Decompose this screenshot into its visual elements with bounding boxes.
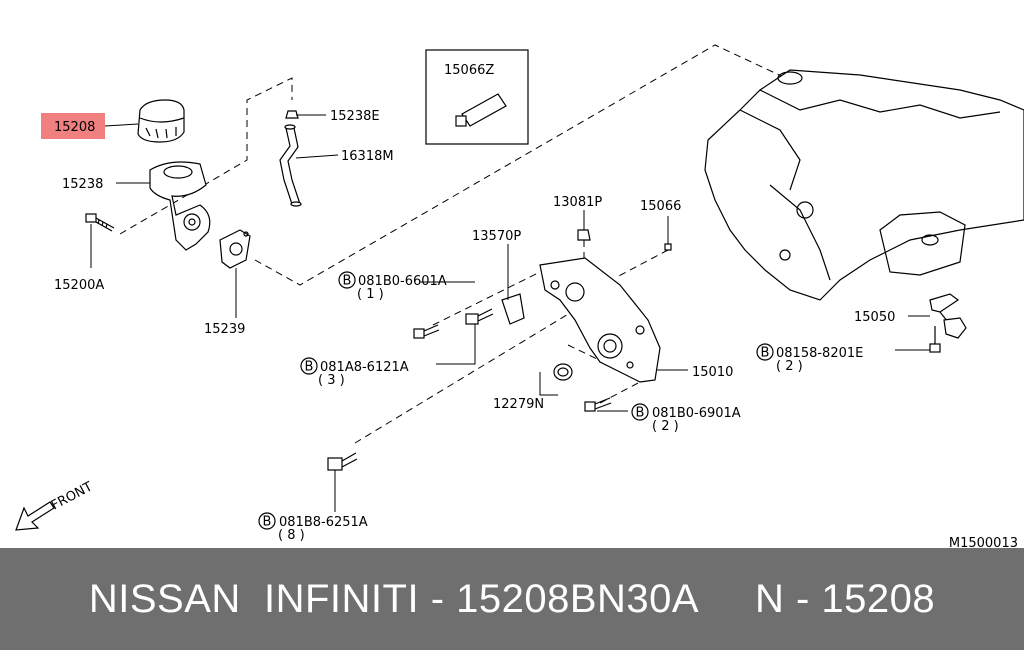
- part-label-08158-8201e: 08158-8201E: [776, 346, 863, 361]
- part-label-15066z: 15066Z: [444, 63, 494, 78]
- gasket-13570p-part: [501, 293, 525, 325]
- part-label-15066: 15066: [640, 199, 681, 214]
- clamp-15238e-part: [285, 110, 299, 119]
- figure-code: M1500013: [949, 536, 1018, 548]
- part-label-15238: 15238: [62, 177, 103, 192]
- part-label-15238e: 15238E: [330, 109, 380, 124]
- front-seal-part: [553, 363, 573, 381]
- part-label-15208: 15208: [54, 120, 95, 135]
- part-label-15010: 15010: [692, 365, 733, 380]
- leader-line: [295, 154, 339, 159]
- part-label-13081p: 13081P: [553, 195, 602, 210]
- part-label-081a8-6121a: 081A8-6121A: [320, 360, 409, 375]
- bolt-symbol-icon: [756, 343, 774, 361]
- oil-strainer-part: [929, 293, 967, 339]
- part-quantity-08158-8201e: ( 2 ): [776, 359, 803, 374]
- leader-line: [539, 372, 558, 396]
- leader-line: [436, 324, 476, 365]
- bolt-081a8-6121a-part: [465, 308, 494, 325]
- bolt-symbol-label: B: [305, 360, 314, 375]
- front-label: FRONT: [49, 479, 95, 513]
- bolt-symbol-label: B: [343, 274, 352, 289]
- dashed-reference-line: [119, 77, 293, 235]
- dashed-reference-line: [354, 309, 576, 444]
- gasket-15239-part: [219, 229, 251, 269]
- hose-16318m-part: [279, 124, 302, 207]
- bolt-symbol-label: B: [636, 406, 645, 421]
- engine-block-outline: [704, 69, 1024, 301]
- part-quantity-081b0-6901a: ( 2 ): [652, 419, 679, 434]
- dashed-reference-line: [254, 44, 791, 286]
- part-label-081b0-6601a: 081B0-6601A: [358, 274, 447, 289]
- front-arrow-icon: [15, 501, 55, 531]
- bolt-symbol-icon: [258, 512, 276, 530]
- bolt-symbol-icon: [300, 357, 318, 375]
- bolt-symbol-label: B: [263, 515, 272, 530]
- footer-banner: NISSAN INFINITI - 15208BN30A N - 15208: [0, 548, 1024, 650]
- part-label-13570p: 13570P: [472, 229, 521, 244]
- marker-15066: [664, 243, 672, 251]
- part-label-15050: 15050: [854, 310, 895, 325]
- part-label-15239: 15239: [204, 322, 245, 337]
- plug-13081p-part: [577, 229, 591, 241]
- footer-part-number-text: NISSAN INFINITI - 15208BN30A N - 15208: [88, 576, 936, 621]
- oil-filter-part: [137, 99, 185, 143]
- bolt-15200a-part: [85, 213, 115, 232]
- dashed-reference-line: [599, 381, 641, 404]
- bolt-symbol-icon: [338, 271, 356, 289]
- part-label-081b0-6901a: 081B0-6901A: [652, 406, 741, 421]
- bolt-081b0-6601a-part: [413, 324, 440, 339]
- parts-diagram: B B B B B 15208 15238 15200A 15238E 1631…: [15, 44, 1024, 548]
- bolt-081b0-6901a-part: [584, 397, 612, 412]
- part-quantity-081b0-6601a: ( 1 ): [357, 287, 384, 302]
- part-quantity-081a8-6121a: ( 3 ): [318, 373, 345, 388]
- bolt-symbol-icon: [631, 403, 649, 421]
- part-label-12279n: 12279N: [493, 397, 544, 412]
- bolt-symbol-label: B: [761, 346, 770, 361]
- part-label-081b8-6251a: 081B8-6251A: [279, 515, 368, 530]
- part-label-15200a: 15200A: [54, 278, 104, 293]
- part-quantity-081b8-6251a: ( 8 ): [278, 528, 305, 543]
- bolt-08158-8201e-part: [929, 326, 941, 353]
- oil-filter-bracket-part: [149, 161, 211, 251]
- highlight-box: [41, 113, 105, 139]
- dashed-reference-line: [614, 249, 669, 279]
- dashed-reference-line: [432, 271, 541, 326]
- sealant-box: [425, 49, 529, 145]
- front-cover-part: [539, 257, 661, 383]
- bolt-081b8-6251a-part: [327, 452, 358, 471]
- leader-line: [104, 123, 139, 127]
- part-label-16318m: 16318M: [341, 149, 394, 164]
